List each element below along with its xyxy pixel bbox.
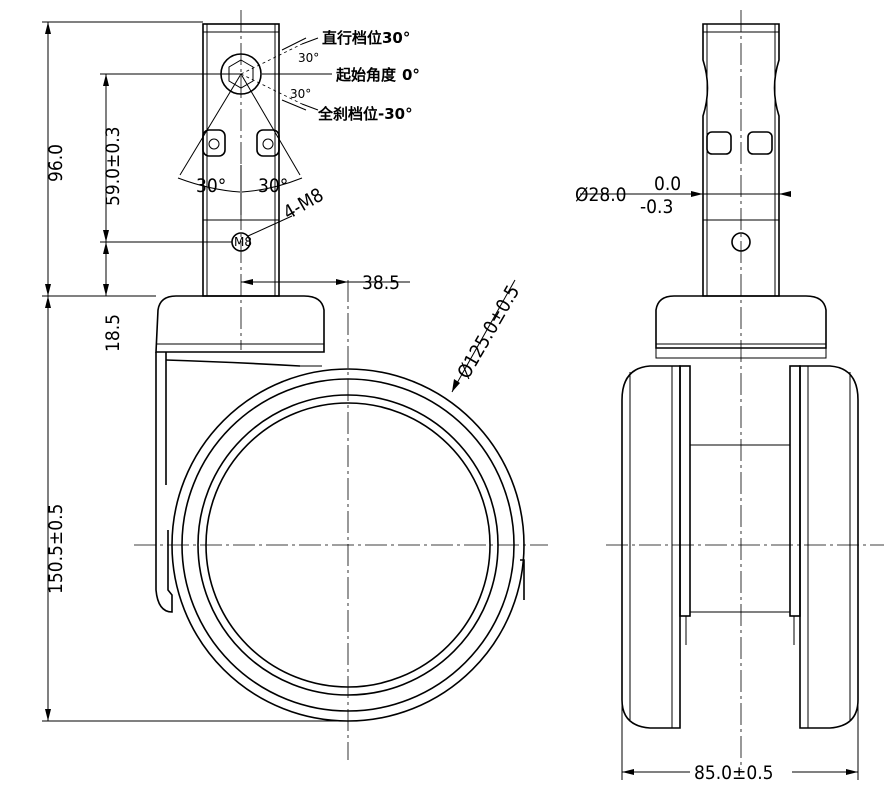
front-tires	[621, 365, 859, 729]
stem-tolerance-lower: -0.3	[640, 196, 673, 218]
side-fork	[155, 352, 525, 613]
angle-marks: 30° 30° 30° 30°	[177, 37, 319, 215]
side-cap	[155, 295, 325, 353]
dim-height-total: 96.0	[42, 21, 203, 297]
front-fork	[679, 365, 801, 645]
angle-right-label: 30°	[258, 175, 288, 197]
wheel-height-label: 150.5±0.5	[45, 504, 67, 594]
offset-label: 38.5	[362, 272, 400, 294]
angle-small-bottom: 30°	[290, 87, 311, 101]
front-centerlines	[606, 10, 884, 770]
stem-height-label: 59.0±0.3	[102, 126, 124, 206]
bolt-mark: M8	[234, 235, 252, 249]
front-stem	[702, 23, 780, 297]
start-angle-value: 0°	[402, 66, 420, 84]
dim-offset: 38.5	[241, 272, 410, 294]
stem-lower-label: 18.5	[102, 314, 124, 352]
wheel-diameter-label: Ø125.0±0.5	[453, 282, 524, 383]
stem-diameter-label: Ø28.0	[575, 184, 627, 206]
angle-small-top: 30°	[298, 51, 319, 65]
front-view: Ø28.0 0.0 -0.3 85.0±0.5	[575, 10, 884, 784]
height-total-label: 96.0	[45, 144, 67, 182]
brake-position-label: 全刹档位-30°	[317, 105, 413, 123]
side-view: M8 96.0 59.0±0.3	[42, 10, 548, 760]
position-annotations: 直行档位30° 起始角度 0° 全刹档位-30°	[262, 29, 420, 123]
start-angle-label: 起始角度	[335, 66, 397, 84]
straight-position-label: 直行档位30°	[322, 29, 410, 47]
dim-stem-diameter: Ø28.0 0.0 -0.3	[575, 173, 791, 218]
width-label: 85.0±0.5	[694, 762, 774, 784]
dim-wheel-height: 150.5±0.5	[42, 296, 348, 722]
angle-left-label: 30°	[196, 175, 226, 197]
dim-stem-height: 59.0±0.3	[100, 73, 241, 243]
stem-tolerance-upper: 0.0	[654, 173, 681, 195]
dim-wheel-diameter: Ø125.0±0.5	[451, 279, 524, 393]
dim-stem-lower: 18.5	[102, 242, 124, 352]
dim-width: 85.0±0.5	[621, 700, 859, 784]
